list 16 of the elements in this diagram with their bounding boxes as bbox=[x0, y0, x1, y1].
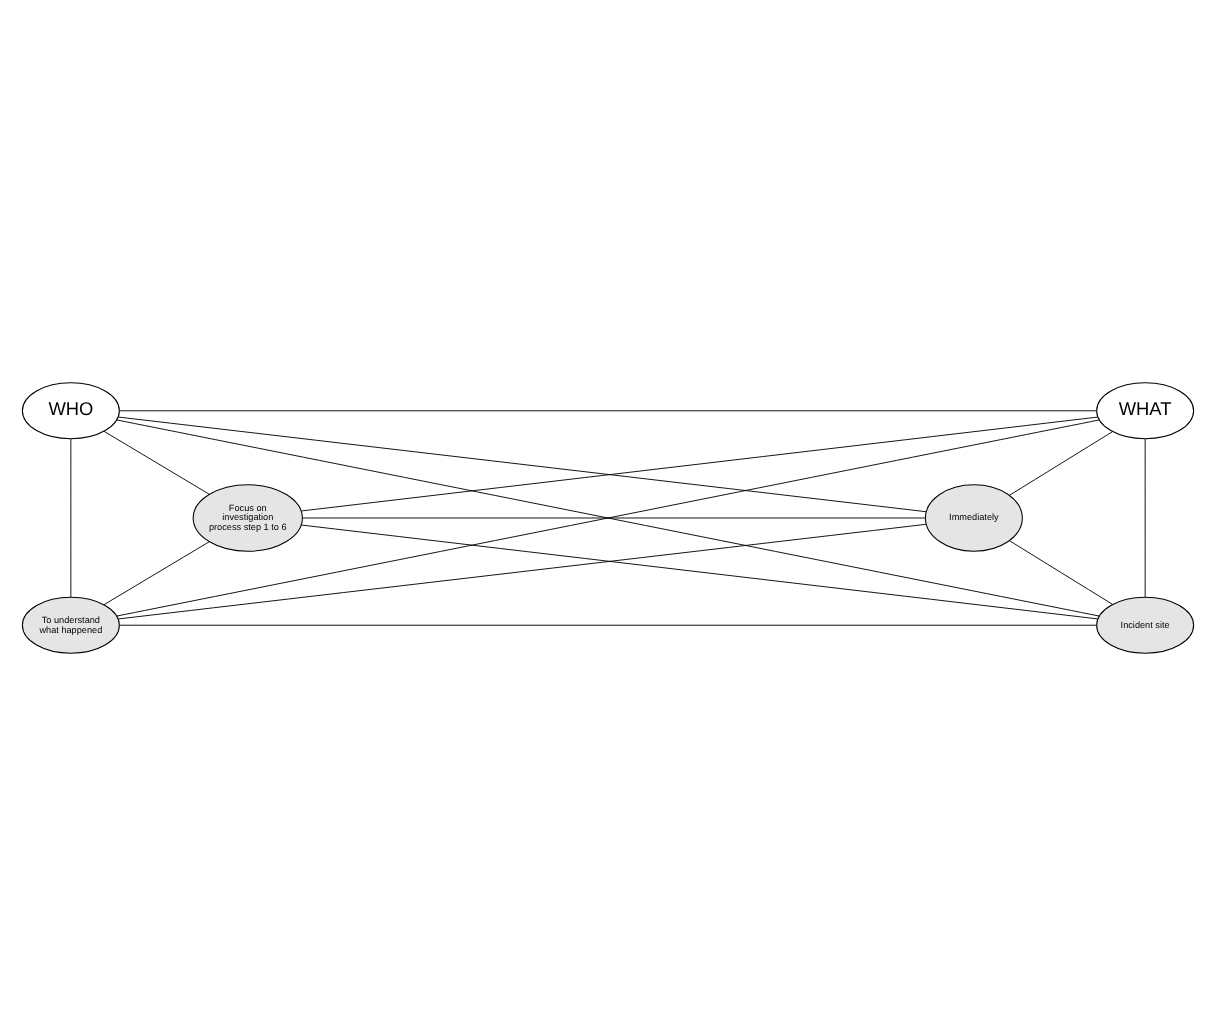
connector bbox=[1009, 431, 1113, 496]
connector bbox=[118, 624, 1097, 626]
node-ellipse: WHAT bbox=[1096, 382, 1195, 440]
node-ellipse: WHO bbox=[21, 382, 120, 440]
connector bbox=[117, 416, 927, 513]
connector bbox=[302, 517, 926, 519]
connector bbox=[117, 523, 927, 620]
connector bbox=[116, 419, 1100, 617]
connector bbox=[103, 541, 210, 606]
connector bbox=[70, 438, 72, 598]
connector bbox=[301, 524, 1099, 620]
connector bbox=[301, 416, 1099, 512]
connector bbox=[118, 410, 1097, 412]
connector bbox=[1009, 540, 1114, 605]
connector bbox=[103, 430, 210, 495]
connector bbox=[1144, 438, 1146, 598]
